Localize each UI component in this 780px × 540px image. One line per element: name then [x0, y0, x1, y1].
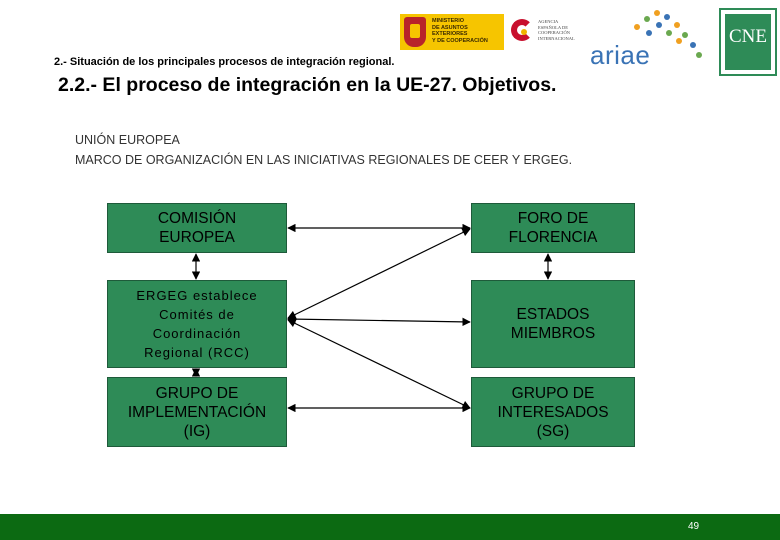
box-foro-line-2: FLORENCIA: [508, 229, 598, 246]
box-comision-europea: COMISIÓN EUROPEA: [107, 203, 287, 253]
section-subtitle: 2.- Situación de los principales proceso…: [54, 56, 395, 68]
box-ergeg-line-4: Regional (RCC): [144, 345, 250, 360]
box-foro-line-1: FORO DE: [517, 210, 589, 227]
aecid-c-icon: [511, 19, 533, 41]
cne-logo: CNE: [719, 8, 777, 76]
box-estados-miembros: ESTADOS MIEMBROS: [471, 280, 635, 368]
box-ergeg-line-1: ERGEG establece: [136, 288, 258, 303]
page-title: 2.2.- El proceso de integración en la UE…: [58, 74, 557, 96]
box-grupo-interesados: GRUPO DE INTERESADOS (SG): [471, 377, 635, 447]
arrow-ergeg-foro: [287, 228, 471, 319]
box-estados-line-1: ESTADOS: [516, 306, 590, 323]
footer-bar: [0, 514, 780, 540]
box-grupo-implementacion: GRUPO DE IMPLEMENTACIÓN (IG): [107, 377, 287, 447]
box-sg-line-3: (SG): [536, 422, 570, 440]
box-impl-line-3: (IG): [183, 422, 211, 440]
box-sg-line-1: GRUPO DE: [511, 384, 595, 402]
box-ergeg-line-2: Comités de: [159, 307, 235, 322]
box-foro-florencia: FORO DE FLORENCIA: [471, 203, 635, 253]
box-estados-line-2: MIEMBROS: [510, 325, 596, 342]
intro-line-2: MARCO DE ORGANIZACIÓN EN LAS INICIATIVAS…: [75, 153, 573, 167]
box-comision-line-1: COMISIÓN: [157, 210, 237, 227]
arrow-ergeg-interesados: [287, 319, 471, 409]
box-sg-line-2: INTERESADOS: [497, 403, 609, 421]
box-ergeg-line-3: Coordinación: [152, 326, 242, 341]
page-number: 49: [688, 521, 700, 532]
ariae-logo: ariae: [586, 8, 714, 70]
ariae-logo-text: ariae: [590, 40, 651, 70]
coat-of-arms-icon: [404, 17, 426, 47]
box-impl-line-2: IMPLEMENTACIÓN: [127, 403, 267, 421]
arrow-ergeg-estados: [287, 314, 471, 327]
cne-logo-text: CNE: [729, 26, 767, 47]
box-impl-line-1: GRUPO DE: [155, 384, 239, 402]
box-comision-line-2: EUROPEA: [159, 229, 235, 246]
box-ergeg-rcc: ERGEG establece Comités de Coordinación …: [107, 280, 287, 368]
intro-line-1: UNIÓN EUROPEA: [75, 133, 180, 147]
